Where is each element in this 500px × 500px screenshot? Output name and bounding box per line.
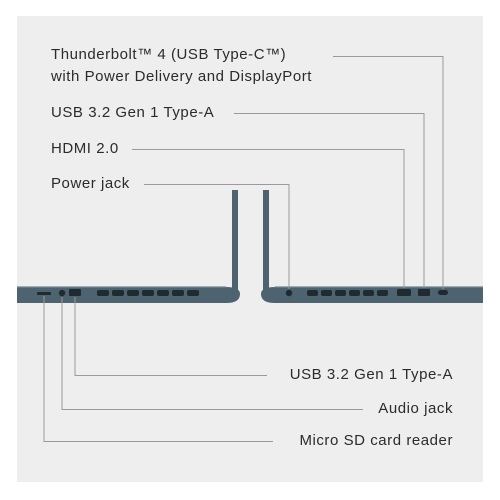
left-laptop (17, 190, 240, 303)
usb-a-port-left (69, 289, 81, 296)
label-sd-reader: Micro SD card reader (299, 432, 453, 449)
right-laptop (261, 190, 483, 303)
label-usb-a-left: USB 3.2 Gen 1 Type-A (289, 366, 453, 383)
leader-lines-top (132, 56, 444, 289)
leader-lines-bottom (43, 296, 363, 442)
leader-power-jack (144, 184, 290, 289)
thunderbolt-port (438, 290, 448, 295)
label-thunderbolt: Thunderbolt™ 4 (USB Type-C™) with Power … (51, 44, 312, 88)
leader-usb-a-left (74, 297, 267, 376)
right-laptop-lid (263, 190, 269, 297)
power-jack-port (285, 289, 293, 297)
micro-sd-slot (37, 292, 51, 295)
leader-sd-reader (43, 296, 273, 442)
hdmi-port (397, 289, 411, 296)
label-thunderbolt-line2: with Power Delivery and DisplayPort (51, 68, 313, 85)
usb-a-port-right (418, 289, 430, 296)
label-hdmi: HDMI 2.0 (51, 140, 119, 157)
right-vents (307, 290, 388, 296)
left-laptop-lid (232, 190, 238, 297)
audio-jack-port (58, 289, 66, 297)
leader-usb-a-right (234, 113, 425, 288)
label-power-jack: Power jack (51, 175, 130, 192)
leader-thunderbolt (333, 56, 444, 289)
left-vents (97, 290, 199, 296)
diagram-panel (17, 16, 483, 482)
leader-hdmi (132, 149, 405, 288)
label-thunderbolt-line1: Thunderbolt™ 4 (USB Type-C™) (51, 46, 287, 63)
label-usb-a-right: USB 3.2 Gen 1 Type-A (51, 104, 215, 121)
leader-audio-jack (61, 297, 363, 410)
label-audio-jack: Audio jack (378, 400, 453, 417)
